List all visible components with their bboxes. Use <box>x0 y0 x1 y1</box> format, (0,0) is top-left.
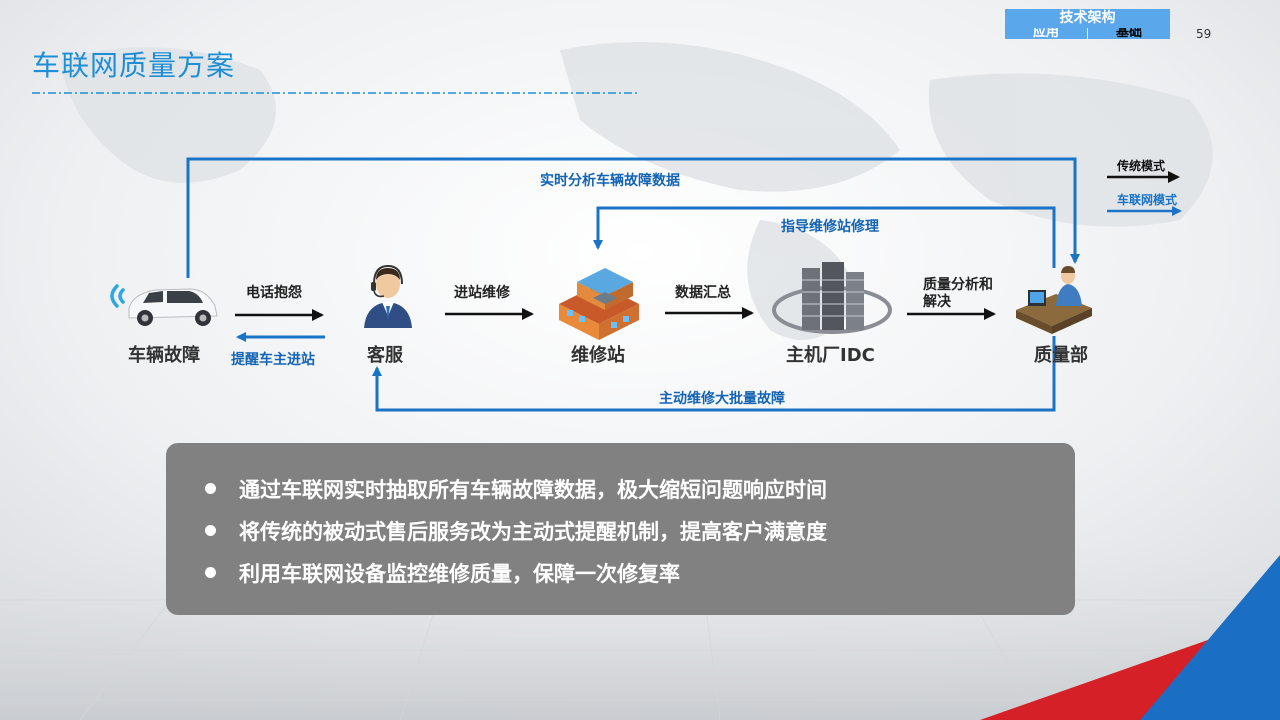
data-center-server-icon <box>772 262 892 334</box>
summary-point-text: 将传统的被动式售后服务改为主动式提醒机制，提高客户满意度 <box>239 520 827 544</box>
edge-label-quality-analysis-2: 解决 <box>923 294 951 310</box>
node-label-idc: 主机厂IDC <box>786 345 875 366</box>
summary-point: 将传统的被动式售后服务改为主动式提醒机制，提高客户满意度 <box>205 516 827 546</box>
edge-label-quality-analysis-1: 质量分析和 <box>923 277 993 293</box>
customer-service-agent-icon <box>364 264 412 328</box>
slide-title: 车联网质量方案 <box>32 49 236 82</box>
edge-label-enter-station: 进站维修 <box>454 285 510 301</box>
summary-point-text: 利用车联网设备监控维修质量，保障一次修复率 <box>239 562 680 586</box>
quality-analyst-desk-icon <box>1016 266 1092 334</box>
edge-label-guide-repair: 指导维修站修理 <box>781 219 879 235</box>
arrow-guide-repair <box>593 206 1056 268</box>
bullet-dot-icon <box>205 482 216 494</box>
arrow-realtime-analysis <box>186 157 1080 278</box>
edge-label-realtime-analysis: 实时分析车辆故障数据 <box>540 173 680 189</box>
edge-label-data-summary: 数据汇总 <box>675 285 731 301</box>
bullet-dot-icon <box>205 566 216 578</box>
arrow-active-repair <box>372 336 1056 412</box>
car-wifi-icon <box>110 284 218 326</box>
edge-label-phone-complaint: 电话抱怨 <box>246 285 302 301</box>
edge-label-remind-owner: 提醒车主进站 <box>231 352 315 368</box>
legend-connected-label: 车联网模式 <box>1117 193 1178 207</box>
node-label-quality: 质量部 <box>1034 345 1088 366</box>
repair-station-building-icon <box>559 268 639 340</box>
summary-point: 通过车联网实时抽取所有车辆故障数据，极大缩短问题响应时间 <box>205 474 827 504</box>
page-number: 59 <box>1196 27 1212 41</box>
nav-tab-foundation[interactable]: 基础 <box>1088 28 1170 39</box>
legend-traditional-label: 传统模式 <box>1117 159 1166 173</box>
nav-header-tab[interactable]: 技术架构 <box>1005 9 1170 28</box>
edge-label-active-repair: 主动维修大批量故障 <box>659 391 785 407</box>
node-label-repair: 维修站 <box>571 345 625 366</box>
title-divider <box>32 92 638 94</box>
summary-point: 利用车联网设备监控维修质量，保障一次修复率 <box>205 558 680 588</box>
summary-point-text: 通过车联网实时抽取所有车辆故障数据，极大缩短问题响应时间 <box>239 478 827 502</box>
node-label-service: 客服 <box>367 345 403 366</box>
nav-tab-application[interactable]: 应用 <box>1005 28 1087 39</box>
bullet-dot-icon <box>205 524 216 536</box>
summary-panel <box>166 443 1075 615</box>
node-label-vehicle: 车辆故障 <box>128 345 200 366</box>
